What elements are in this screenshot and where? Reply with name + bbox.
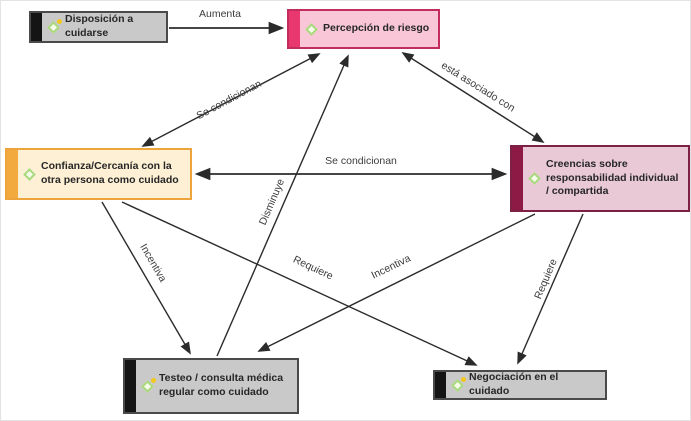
node-negociacion-en-el-cuidado[interactable]: Negociación en el cuidado [433,370,607,400]
edge-se-condicionan-diagonal-line [141,53,321,147]
node-color-bar [7,150,18,198]
node-testeo-consulta-medica[interactable]: Testeo / consulta médica regular como cu… [123,358,299,414]
edge-label-aumenta: Aumenta [198,8,242,20]
node-label: Testeo / consulta médica regular como cu… [159,372,284,398]
edge-esta-asociado-con-line [401,52,545,143]
diamond-icon [528,172,541,185]
edge-disminuye-line [216,54,349,357]
node-percepcion-de-riesgo[interactable]: Percepción de riesgo [287,9,440,49]
edge-incentiva-center-line [257,213,536,352]
edge-requiere-center-line [121,201,478,366]
edge-incentiva-left-line [101,201,191,355]
diamond-icon [141,377,156,393]
node-label: Creencias sobre responsabilidad individu… [546,158,679,198]
node-color-bar [512,147,523,210]
node-color-bar [289,11,300,47]
node-label: Percepción de riesgo [323,22,430,35]
yellow-dot-icon [57,18,62,24]
node-confianza-cercania[interactable]: Confianza/Cercanía con la otra persona c… [5,148,192,200]
node-color-bar [125,360,136,412]
edge-label-se-condicionan-horizontal: Se condicionan [325,155,397,167]
node-label: Negociación en el cuidado [469,371,559,397]
node-disposicion-a-cuidarse[interactable]: Disposición a cuidarse [29,11,168,43]
yellow-dot-icon [151,377,156,383]
diamond-icon [451,376,466,392]
node-creencias-responsabilidad[interactable]: Creencias sobre responsabilidad individu… [510,145,690,212]
diamond-icon [47,18,62,34]
node-color-bar [31,13,42,41]
yellow-dot-icon [461,376,466,382]
edge-requiere-right-line [517,213,584,365]
diamond-icon [305,22,318,36]
node-color-bar [435,372,446,398]
diamond-icon [23,167,36,181]
node-label: Confianza/Cercanía con la otra persona c… [41,160,179,186]
node-label: Disposición a cuidarse [65,13,134,39]
